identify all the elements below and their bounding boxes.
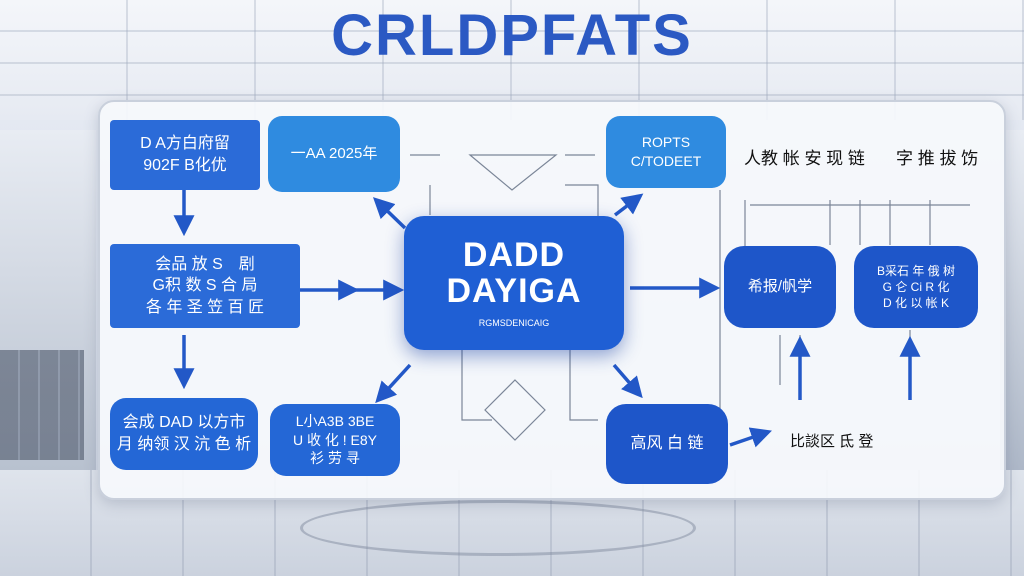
box-line: 一AA 2025年 — [290, 144, 378, 162]
triangle-outline — [468, 154, 558, 191]
top-right-text-2: 字 推 拔 饬 — [896, 149, 979, 168]
right-box-mid-left: 希报/帆学 — [724, 246, 836, 328]
arrow-up-left — [372, 197, 407, 230]
arrow-up-right — [613, 193, 644, 217]
box-line: L小A3B 3BE — [295, 412, 375, 429]
box-line: G积 数 S 合 局 — [152, 277, 258, 295]
bottom-right-text: 比談区 氐 登 — [790, 433, 874, 450]
box-line: B采石 年 俄 树 — [876, 263, 955, 278]
left-window — [0, 350, 84, 460]
left-box-middle: 会品 放 S 剧 G积 数 S 合 局 各 年 圣 笠 百 匠 — [110, 244, 300, 328]
box-line: ROPTS — [641, 134, 691, 151]
center-line-1: DADD — [462, 236, 566, 275]
guide-line — [569, 350, 598, 421]
box-line: 会品 放 S 剧 — [155, 255, 255, 273]
box-line: D A方白府留 — [140, 135, 230, 153]
floor-marking — [300, 500, 696, 556]
box-line: C/TODEET — [630, 153, 702, 169]
box-line: 会成 DAD 以方市 — [122, 414, 246, 432]
arrow-out — [729, 427, 772, 448]
diagram-title: CRLDPFATS — [331, 3, 693, 68]
box-line: 希报/帆学 — [747, 277, 813, 295]
guide-line — [565, 184, 599, 216]
box-line: D 化 以 帐 K — [882, 296, 949, 311]
top-right-text-1: 人教 帐 安 现 链 — [744, 149, 865, 168]
center-subtitle: RGMSDENICAIG — [478, 317, 550, 328]
arrow-down-left — [375, 363, 412, 404]
box-line: 902F B化优 — [143, 157, 227, 174]
left-wall-background — [0, 130, 96, 470]
diamond-outline — [484, 379, 546, 441]
right-box-mid-right: B采石 年 俄 树 G 仑 Ci R 化 D 化 以 帐 K — [854, 246, 978, 328]
right-box-bottom: 高风 白 链 — [606, 404, 728, 484]
date-box: 一AA 2025年 — [268, 116, 400, 192]
box-line: 月 纳领 汉 沆 色 析 — [116, 436, 252, 453]
left-box-bottom: 会成 DAD 以方市 月 纳领 汉 沆 色 析 — [110, 398, 258, 470]
box-line: G 仑 Ci R 化 — [882, 279, 950, 294]
center-node: DADD DAYIGA RGMSDENICAIG — [404, 216, 624, 350]
left-box-top: D A方白府留 902F B化优 — [110, 120, 260, 190]
second-box-bottom: L小A3B 3BE U 收 化 ! E8Y 衫 劳 寻 — [270, 404, 400, 476]
center-line-2: DAYIGA — [446, 272, 582, 310]
box-line: 各 年 圣 笠 百 匠 — [145, 298, 265, 316]
box-line: 衫 劳 寻 — [310, 450, 360, 467]
arrow-down-right — [612, 363, 643, 399]
box-line: 高风 白 链 — [630, 435, 704, 453]
reports-box: ROPTS C/TODEET — [606, 116, 726, 188]
box-line: U 收 化 ! E8Y — [292, 431, 378, 448]
guide-line — [461, 350, 492, 421]
